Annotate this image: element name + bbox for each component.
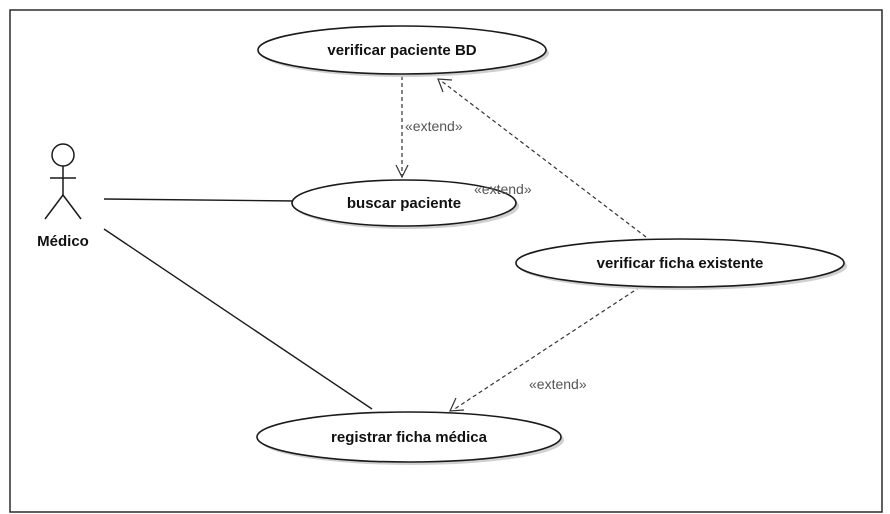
association-buscar-paciente bbox=[103, 198, 297, 202]
usecase-buscar-paciente[interactable] bbox=[291, 179, 517, 227]
usecase-verificar-ficha-existente[interactable] bbox=[515, 238, 845, 288]
extend-label-buscar: «extend» bbox=[405, 118, 463, 134]
usecase-label-registrar-ficha-medica: registrar ficha médica bbox=[331, 429, 488, 446]
usecase-label-buscar-paciente: buscar paciente bbox=[347, 195, 461, 212]
association-registrar-ficha bbox=[103, 228, 373, 410]
usecase-label-verificar-paciente-bd: verificar paciente BD bbox=[327, 42, 476, 59]
extend-arrowhead-registrar bbox=[449, 397, 465, 412]
extend-label-verificar-bd: «extend» bbox=[474, 181, 532, 197]
extend-arrowhead-buscar bbox=[395, 164, 409, 179]
actor-left-leg bbox=[44, 194, 64, 220]
actor-label: Médico bbox=[37, 233, 89, 250]
usecase-label-verificar-ficha-existente: verificar ficha existente bbox=[597, 255, 764, 272]
usecase-registrar-ficha-medica[interactable] bbox=[256, 411, 562, 463]
extend-arrowhead-verificar-bd bbox=[437, 78, 453, 93]
extend-line-ficha-to-verificar-bd bbox=[439, 79, 647, 238]
usecase-verificar-paciente-bd[interactable] bbox=[257, 25, 547, 75]
actor-right-leg bbox=[62, 194, 82, 220]
extend-line-ficha-to-registrar bbox=[452, 286, 641, 411]
extend-label-registrar: «extend» bbox=[529, 376, 587, 392]
actor-medico[interactable] bbox=[44, 143, 82, 220]
